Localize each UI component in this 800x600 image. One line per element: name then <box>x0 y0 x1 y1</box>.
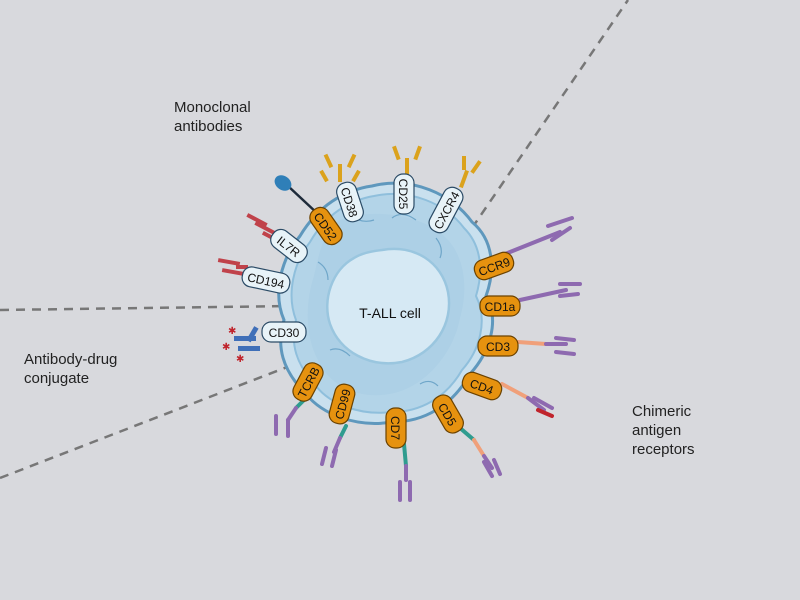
antigen-chip-cd25 <box>393 173 415 215</box>
antigen-chip-cd99 <box>328 383 356 425</box>
antigen-label-cd3: CD3 <box>486 340 510 354</box>
antigen-chip-cd1a <box>479 295 521 317</box>
label-antibody-drug-conjugate: Antibody-drug conjugate <box>24 350 117 388</box>
region-dividers <box>0 0 630 480</box>
antibody-cd25: CD25 <box>392 145 422 215</box>
antigen-chip-ccr9 <box>473 251 515 281</box>
antigen-chip-cd38 <box>336 181 364 223</box>
label-line: Chimeric <box>632 403 692 420</box>
car-receptor-icon <box>398 442 412 502</box>
antigen-chip-tcrb <box>292 362 324 402</box>
alemtuzumab-stalk <box>287 185 319 215</box>
label-monoclonal-antibodies: Monoclonal antibodies <box>174 98 251 136</box>
label-chimeric-antigen-receptors: Chimeric antigen receptors <box>632 402 695 459</box>
label-line: antigen <box>632 422 682 439</box>
car-receptor-icon <box>500 382 554 418</box>
antibody-icon <box>392 145 422 176</box>
antigen-chip-cd5 <box>432 394 464 434</box>
antigen-label-cd25: CD25 <box>396 179 410 210</box>
divider-left <box>0 304 293 312</box>
antigen-chip-cd4 <box>461 371 503 401</box>
antibody-icon <box>459 156 482 189</box>
divider-bottom-left <box>0 350 327 480</box>
car-receptor-icon <box>274 396 308 438</box>
antigen-chip-cd52 <box>309 206 343 246</box>
drug-payload-icon: ✱ <box>236 354 244 365</box>
antigen-chip-cd194 <box>241 266 291 294</box>
cell-label: T-ALL cell <box>359 305 421 321</box>
antibody-icon <box>217 258 248 276</box>
label-line: conjugate <box>24 370 90 387</box>
car-cd99: CD99 <box>320 383 356 468</box>
antigen-label-cd30: CD30 <box>269 326 300 340</box>
car-receptor-icon <box>458 426 502 478</box>
antibody-icon <box>319 153 361 183</box>
car-cd7: CD7 <box>385 407 412 502</box>
antibody-cd38: CD38 <box>319 153 364 223</box>
label-line: Monoclonal <box>174 99 251 116</box>
car-tcrb: TCRB <box>274 362 324 438</box>
car-cd4: CD4 <box>461 371 554 418</box>
adc-cd30: ✱ ✱ ✱ CD30 <box>222 321 307 365</box>
antigen-label-cd1a: CD1a <box>485 300 516 314</box>
antibody-drug-conjugate-icon: ✱ ✱ ✱ <box>222 326 260 365</box>
antibody-cd194: CD194 <box>217 258 291 294</box>
drug-payload-icon: ✱ <box>228 326 236 337</box>
antigen-chip-cxcr4 <box>428 186 464 234</box>
antigen-chip-cd3 <box>477 335 519 357</box>
antigen-label-cd7: CD7 <box>388 416 402 440</box>
drug-payload-icon: ✱ <box>222 342 230 353</box>
divider-top-right <box>470 0 630 229</box>
antigen-chip-il7r <box>270 228 308 264</box>
nucleus <box>326 247 451 365</box>
antigen-chip-cd7 <box>385 407 407 449</box>
car-receptor-icon <box>516 336 576 356</box>
car-receptor-icon <box>518 282 582 302</box>
antigen-chip-cd30 <box>261 321 307 343</box>
car-cd3: CD3 <box>477 335 576 357</box>
label-line: antibodies <box>174 118 243 135</box>
car-receptor-icon <box>498 216 574 258</box>
car-cd1a: CD1a <box>479 282 582 317</box>
label-line: Antibody-drug <box>24 351 118 368</box>
car-receptor-icon <box>320 424 348 468</box>
antibody-head-icon <box>274 175 292 191</box>
car-cd5: CD5 <box>432 394 502 478</box>
label-line: receptors <box>632 441 695 458</box>
